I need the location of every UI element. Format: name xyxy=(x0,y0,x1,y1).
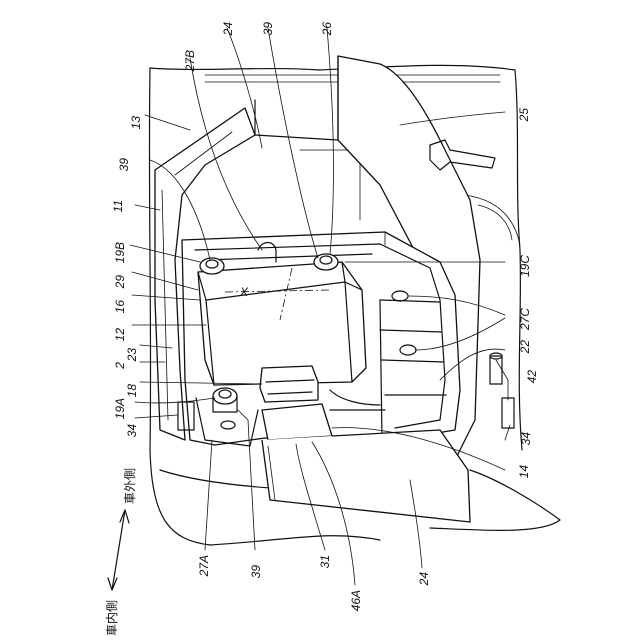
label-26: 26 xyxy=(320,22,334,37)
label-24-bottom: 24 xyxy=(417,572,431,587)
label-42: 42 xyxy=(525,370,539,384)
bolt-19B xyxy=(200,258,224,274)
label-13: 13 xyxy=(129,116,143,130)
label-23: 23 xyxy=(125,348,139,363)
label-27A: 27A xyxy=(197,555,211,577)
label-31: 31 xyxy=(318,555,332,568)
label-16: 16 xyxy=(113,300,127,314)
label-34-left: 34 xyxy=(125,424,139,438)
label-19A: 19A xyxy=(113,398,127,419)
inner-side-label: 車内側 xyxy=(105,600,119,636)
label-25: 25 xyxy=(517,108,531,123)
connector-18 xyxy=(260,366,318,402)
label-34-right: 34 xyxy=(519,432,533,446)
label-19C: 19C xyxy=(518,255,532,277)
label-22: 22 xyxy=(518,340,532,355)
label-18: 18 xyxy=(125,384,139,398)
axis-mark: X xyxy=(239,285,249,299)
outer-side-label: 車外側 xyxy=(123,468,137,504)
label-24-top: 24 xyxy=(221,22,235,37)
label-27C: 27C xyxy=(518,308,532,331)
label-27B: 27B xyxy=(183,50,197,72)
label-39-bottom: 39 xyxy=(249,565,263,579)
post-34-right xyxy=(502,398,514,428)
label-46A: 46A xyxy=(349,590,363,611)
label-12: 12 xyxy=(113,328,127,342)
direction-arrow xyxy=(108,510,129,590)
label-14: 14 xyxy=(517,465,531,479)
plate-46A xyxy=(262,404,332,440)
post-42 xyxy=(490,353,502,384)
label-39-left: 39 xyxy=(117,158,131,172)
label-39-top: 39 xyxy=(261,22,275,36)
label-2: 2 xyxy=(113,362,127,370)
label-11: 11 xyxy=(111,200,125,212)
direction-labels: 車外側 車内側 xyxy=(105,468,137,636)
label-19B: 19B xyxy=(113,242,127,263)
label-29: 29 xyxy=(113,275,127,290)
